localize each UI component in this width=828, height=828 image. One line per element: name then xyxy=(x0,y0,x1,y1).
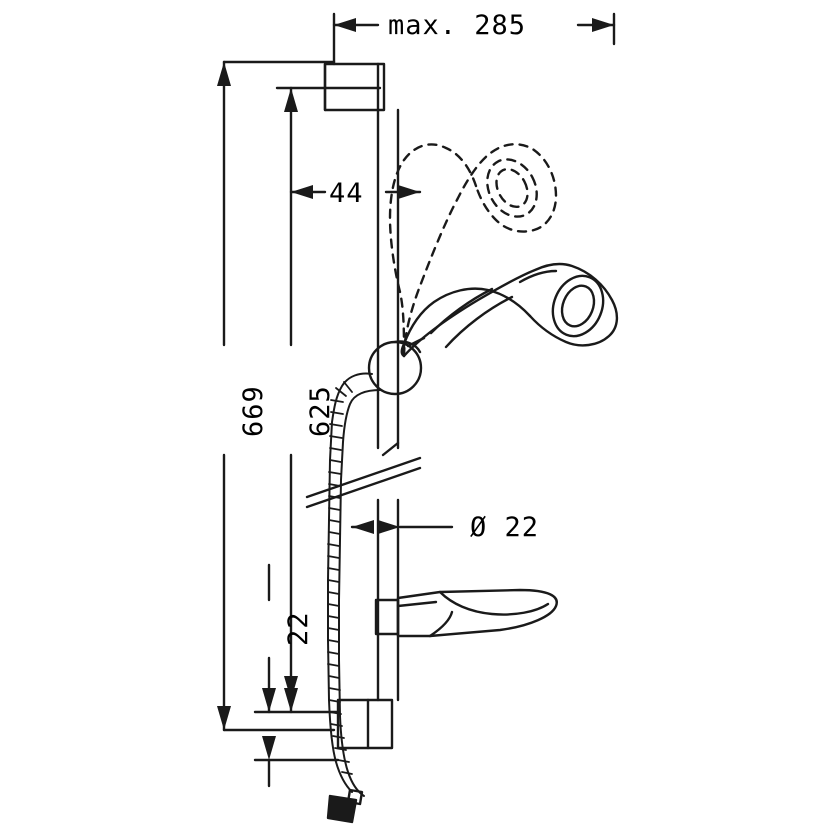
part-hand-shower-ghost xyxy=(388,143,558,358)
part-hand-shower xyxy=(400,262,619,358)
part-wall-bar xyxy=(376,108,400,702)
part-shower-hose xyxy=(327,372,381,797)
dimension-bracket-offset xyxy=(289,185,422,199)
part-soap-dish xyxy=(374,588,558,638)
dimension-max-width xyxy=(332,12,616,66)
part-hose-connector xyxy=(326,788,364,824)
part-break-line xyxy=(305,441,422,509)
dimension-rail-diameter xyxy=(350,520,454,534)
dimension-label-bracket-offset: 44 xyxy=(329,178,364,209)
dimension-overall-height xyxy=(217,60,336,732)
part-upper-wall-mount xyxy=(323,62,386,112)
dimension-label-max-width: max. 285 xyxy=(388,10,527,41)
dimension-label-rail-diameter: Ø 22 xyxy=(470,512,540,543)
dimension-label-overall-height: 669 xyxy=(238,385,269,437)
dimension-lower-offset xyxy=(253,563,340,788)
dimension-rail-length xyxy=(275,86,382,702)
dimension-label-lower-offset: 22 xyxy=(283,611,314,646)
dimension-label-rail-length: 625 xyxy=(305,385,336,437)
part-lower-wall-mount xyxy=(336,698,394,750)
